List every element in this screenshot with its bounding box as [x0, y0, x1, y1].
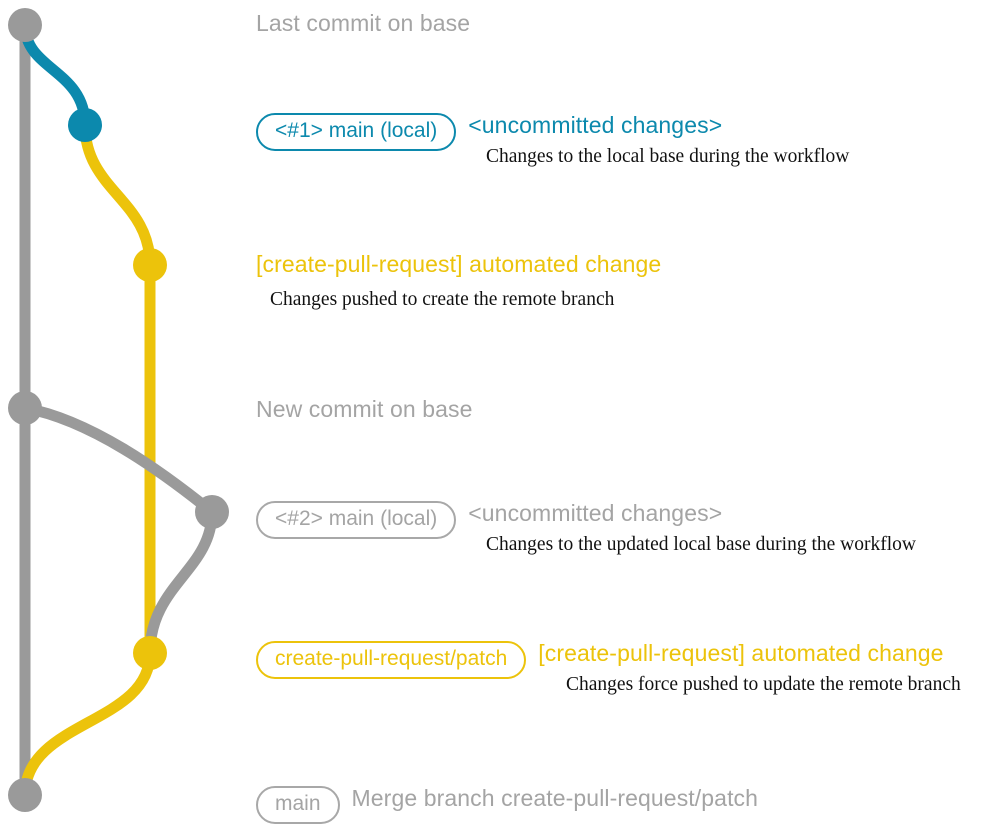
node-base-commit-new	[8, 391, 42, 425]
edge-graybranch-to-yellow	[144, 506, 218, 659]
entry-subnote-local-main-2: Changes to the updated local base during…	[486, 534, 916, 555]
edge-teal-to-yellow	[79, 119, 156, 271]
entry-headline: [create-pull-request] automated change	[256, 251, 662, 277]
entry-headline: <uncommitted changes>	[468, 112, 723, 138]
branch-badge-main[interactable]: main	[256, 786, 340, 825]
node-teal-local-commit	[68, 108, 102, 142]
entry-headline: Merge branch create-pull-request/patch	[351, 785, 759, 811]
entry-subnote-automated-change-1: Changes pushed to create the remote bran…	[270, 289, 615, 310]
node-base-commit-top	[8, 8, 42, 42]
branch-badge-local-main-2[interactable]: <#2> main (local)	[256, 501, 457, 540]
entry-last-commit-on-base: Last commit on base	[256, 10, 471, 36]
branch-badge-local-main-1[interactable]: <#1> main (local)	[256, 113, 457, 152]
entry-subnote-local-main-1: Changes to the local base during the wor…	[486, 146, 850, 167]
edge-newbase-to-graybranch	[19, 402, 218, 518]
edge-base-to-teal	[19, 19, 91, 131]
node-gray-local-commit	[195, 495, 229, 529]
node-yellow-patch-commit	[133, 248, 167, 282]
entry-headline: Last commit on base	[256, 10, 471, 36]
entry-headline: [create-pull-request] automated change	[538, 640, 944, 666]
node-base-merge-commit	[8, 778, 42, 812]
entry-local-main-1: <#1> main (local) <uncommitted changes>	[256, 109, 723, 152]
branch-badge-create-pull-request-patch[interactable]: create-pull-request/patch	[256, 641, 527, 680]
edge-yellow-merge-to-base	[19, 647, 156, 801]
node-yellow-force-commit	[133, 636, 167, 670]
entry-headline: <uncommitted changes>	[468, 500, 723, 526]
git-graph	[8, 8, 229, 812]
entry-headline: New commit on base	[256, 396, 473, 422]
entry-local-main-2: <#2> main (local) <uncommitted changes>	[256, 497, 723, 540]
entry-new-commit-on-base: New commit on base	[256, 396, 473, 422]
entry-merge-commit: main Merge branch create-pull-request/pa…	[256, 782, 759, 825]
entry-automated-change-2: create-pull-request/patch [create-pull-r…	[256, 637, 944, 680]
entry-subnote-automated-change-2: Changes force pushed to update the remot…	[566, 674, 961, 695]
entry-automated-change-1: [create-pull-request] automated change	[256, 251, 662, 277]
